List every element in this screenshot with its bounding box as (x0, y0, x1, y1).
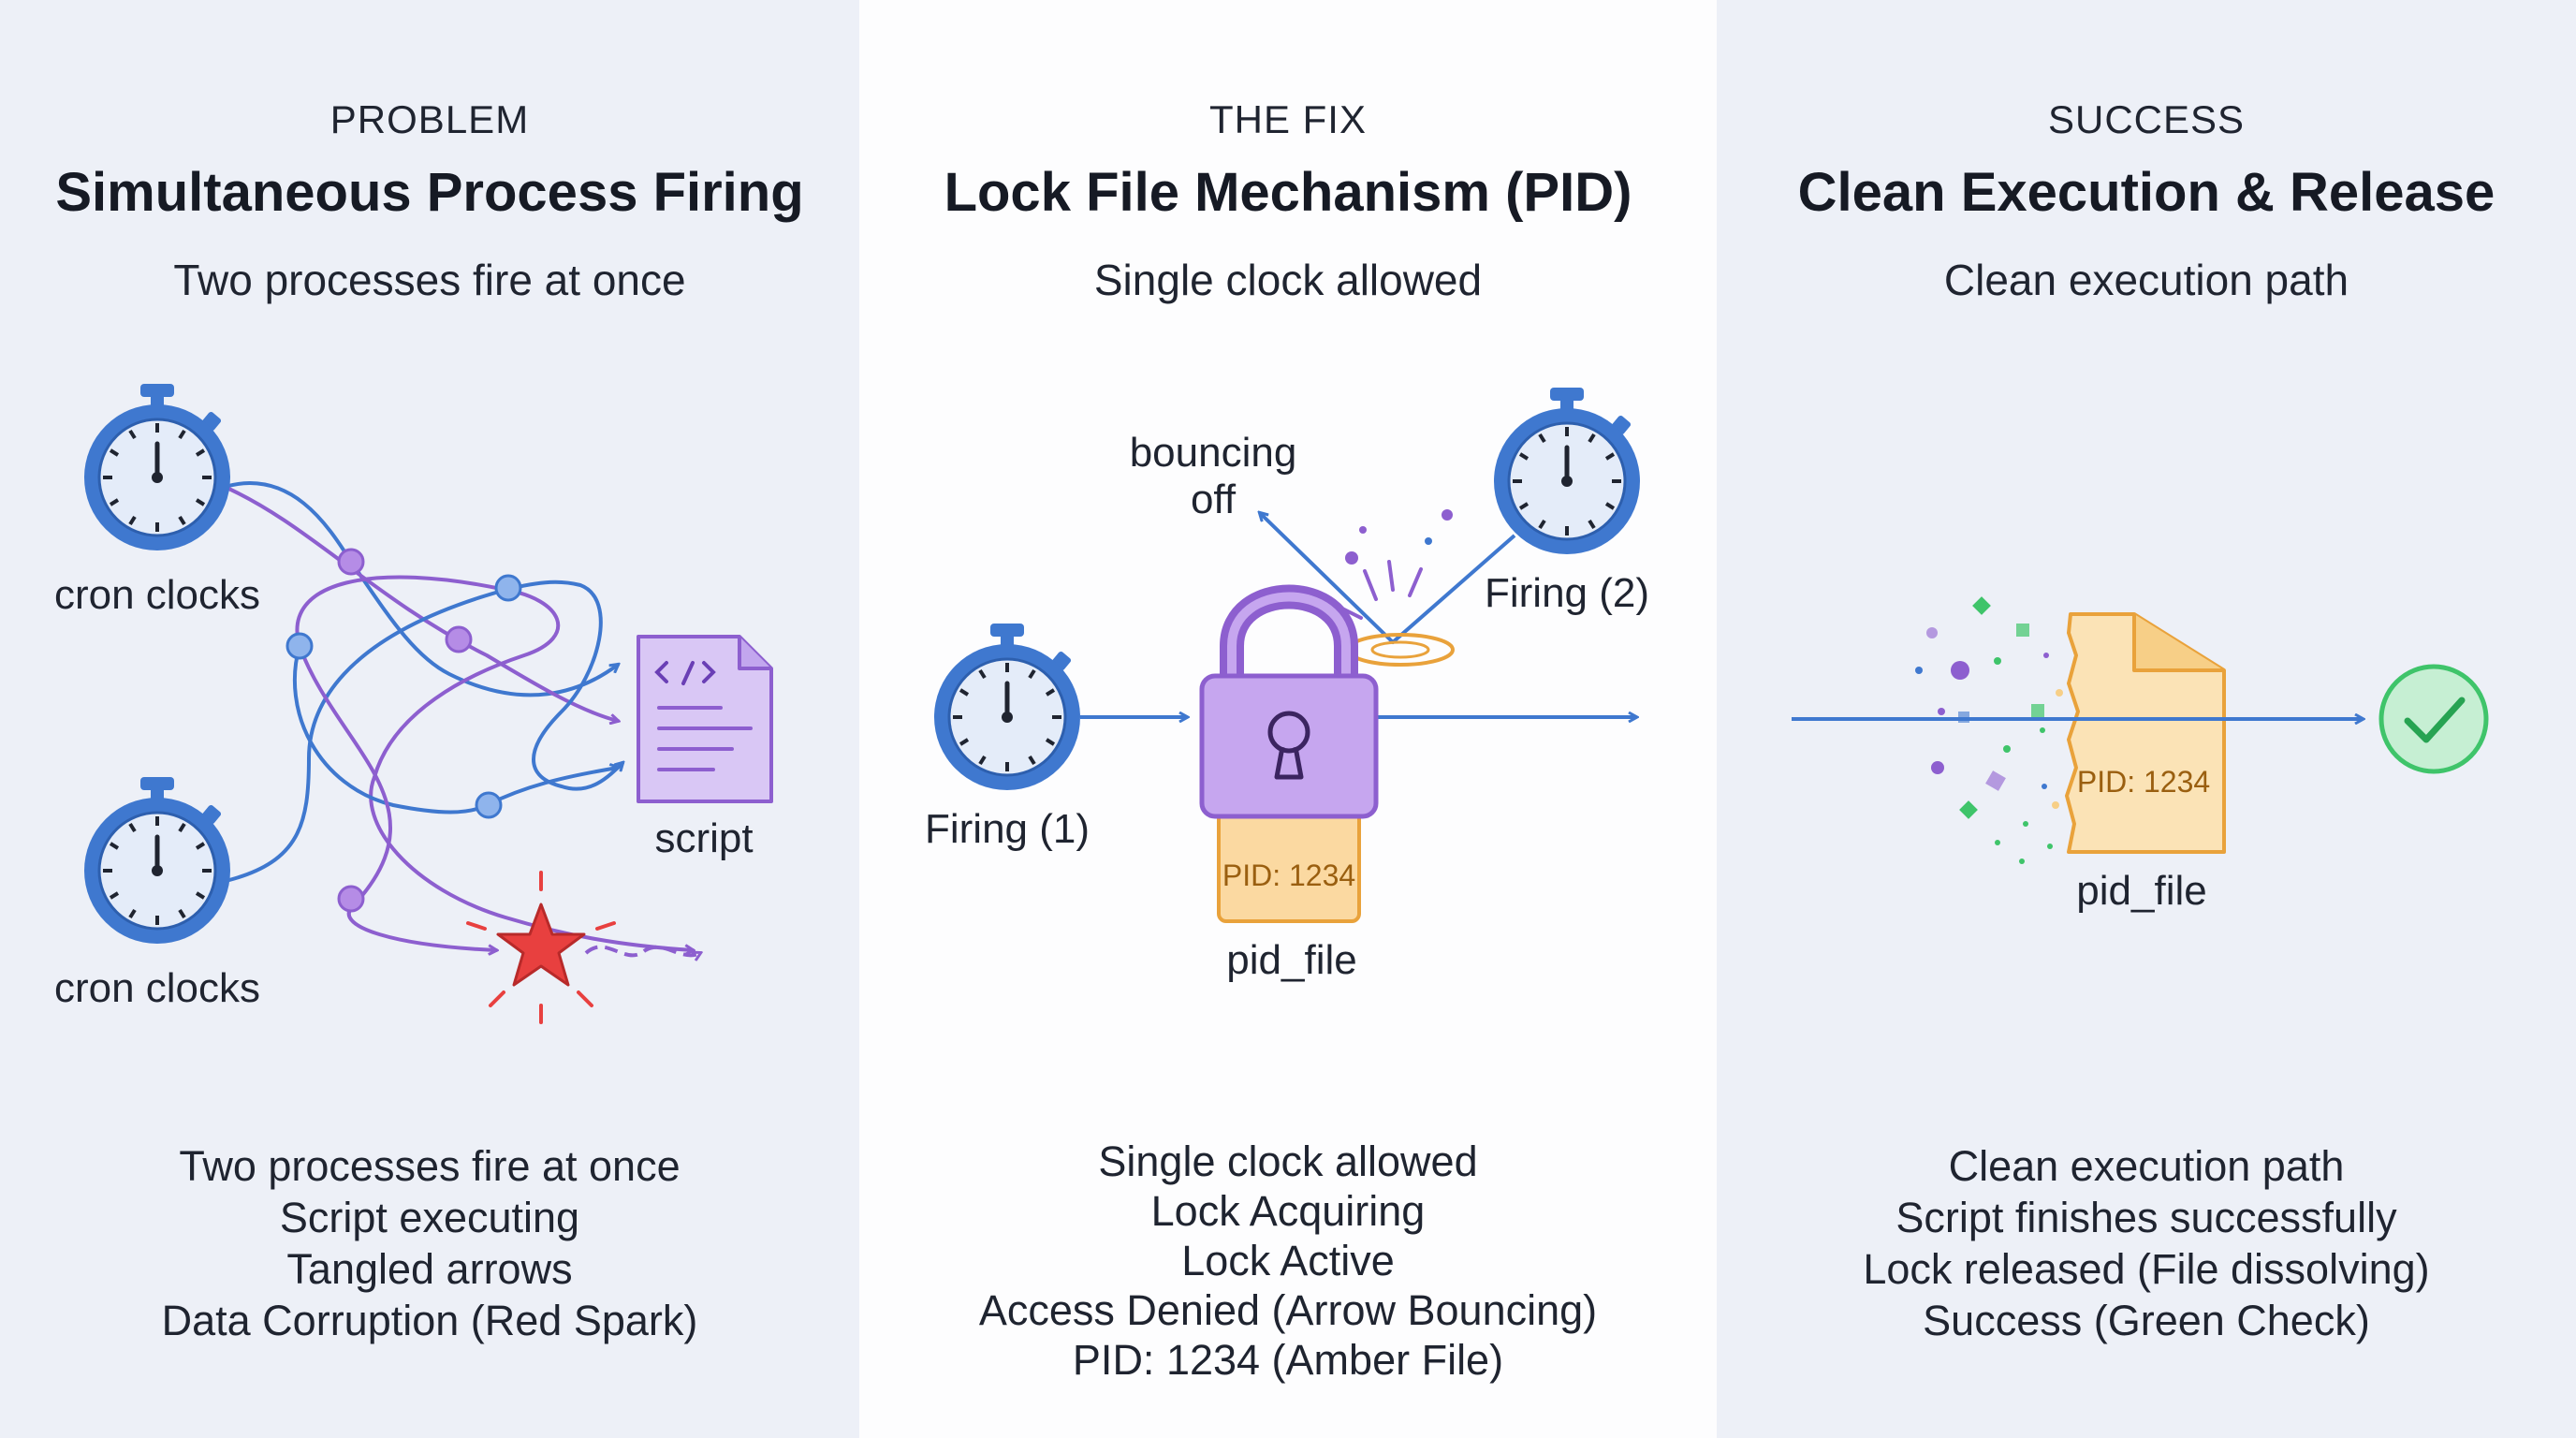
success-pid-tag-text: PID: 1234 (2077, 765, 2210, 799)
fix-bottom-line: PID: 1234 (Amber File) (1072, 1336, 1504, 1384)
problem-bottom-line: Tangled arrows (286, 1245, 573, 1293)
stopwatch-icon (934, 624, 1080, 790)
bouncing-arrow (1260, 513, 1516, 644)
problem-subtitle: Two processes fire at once (173, 256, 686, 304)
problem-illustration: cron clocks cron clocks (54, 384, 773, 1024)
problem-bottom-line: Script executing (279, 1194, 580, 1241)
success-bottom-list: Clean execution path Script finishes suc… (1717, 1140, 2576, 1346)
firing-2-label: Firing (2) (1485, 570, 1649, 616)
fix-title: Lock File Mechanism (PID) (944, 162, 1632, 223)
fix-kicker: THE FIX (1208, 97, 1367, 141)
pid-tag-text: PID: 1234 (1222, 858, 1355, 892)
script-file-icon (637, 635, 773, 803)
success-bottom-line: Script finishes successfully (1895, 1194, 2397, 1241)
success-bottom-line: Clean execution path (1948, 1142, 2345, 1190)
success-kicker: SUCCESS (2047, 97, 2246, 141)
problem-panel: PROBLEM Simultaneous Process Firing Two … (0, 0, 859, 1438)
dissolving-file-icon: PID: 1234 (1915, 596, 2226, 864)
problem-bottom-line: Two processes fire at once (179, 1142, 681, 1190)
dissolve-particles (1915, 596, 2063, 864)
success-panel: SUCCESS Clean Execution & Release Clean … (1717, 0, 2576, 1438)
keyhole-icon (1267, 711, 1310, 780)
fix-bottom-list: Single clock allowed Lock Acquiring Lock… (859, 1137, 1717, 1385)
stopwatch-icon (84, 384, 230, 550)
green-check-icon (2378, 664, 2489, 774)
impact-sparks (1340, 509, 1455, 667)
junction-dots (285, 548, 522, 913)
success-bottom-line: Lock released (File dissolving) (1863, 1245, 2430, 1293)
firing-1-label: Firing (1) (925, 806, 1090, 852)
red-spark-icon (466, 871, 700, 1024)
fix-bottom-line: Access Denied (Arrow Bouncing) (978, 1286, 1598, 1334)
pid-file-tag-icon: PID: 1234 (1217, 803, 1361, 923)
fix-panel: THE FIX Lock File Mechanism (PID) Single… (859, 0, 1717, 1438)
bouncing-label-line1: bouncing (1130, 430, 1297, 476)
script-label: script (654, 815, 753, 861)
success-title: Clean Execution & Release (1797, 162, 2496, 223)
bouncing-label-line2: off (1191, 477, 1237, 522)
success-bottom-line: Success (Green Check) (1923, 1297, 2370, 1344)
fix-bottom-line: Lock Active (1181, 1237, 1395, 1284)
cron-clocks-top-label: cron clocks (54, 572, 260, 618)
tangled-arrows (223, 481, 693, 950)
fix-bottom-line: Lock Acquiring (1150, 1187, 1426, 1235)
fix-bottom-line: Single clock allowed (1098, 1137, 1478, 1185)
fix-subtitle: Single clock allowed (1093, 256, 1483, 304)
problem-title: Simultaneous Process Firing (55, 162, 804, 223)
problem-kicker: PROBLEM (329, 97, 530, 141)
success-illustration: PID: 1234 (1792, 596, 2489, 914)
cron-clocks-bottom-label: cron clocks (54, 965, 260, 1011)
stopwatch-icon (1494, 388, 1640, 554)
stopwatch-icon (84, 777, 230, 944)
problem-bottom-list: Two processes fire at once Script execut… (0, 1140, 859, 1346)
success-subtitle: Clean execution path (1943, 256, 2349, 304)
code-tag-icon (654, 661, 716, 685)
fix-illustration: Firing (1) Firing (2) bouncing off (925, 388, 1649, 983)
pid-file-label: pid_file (1226, 937, 1356, 983)
success-pid-file-label: pid_file (2076, 868, 2206, 914)
padlock-icon (1199, 584, 1379, 819)
problem-bottom-line: Data Corruption (Red Spark) (161, 1297, 698, 1344)
